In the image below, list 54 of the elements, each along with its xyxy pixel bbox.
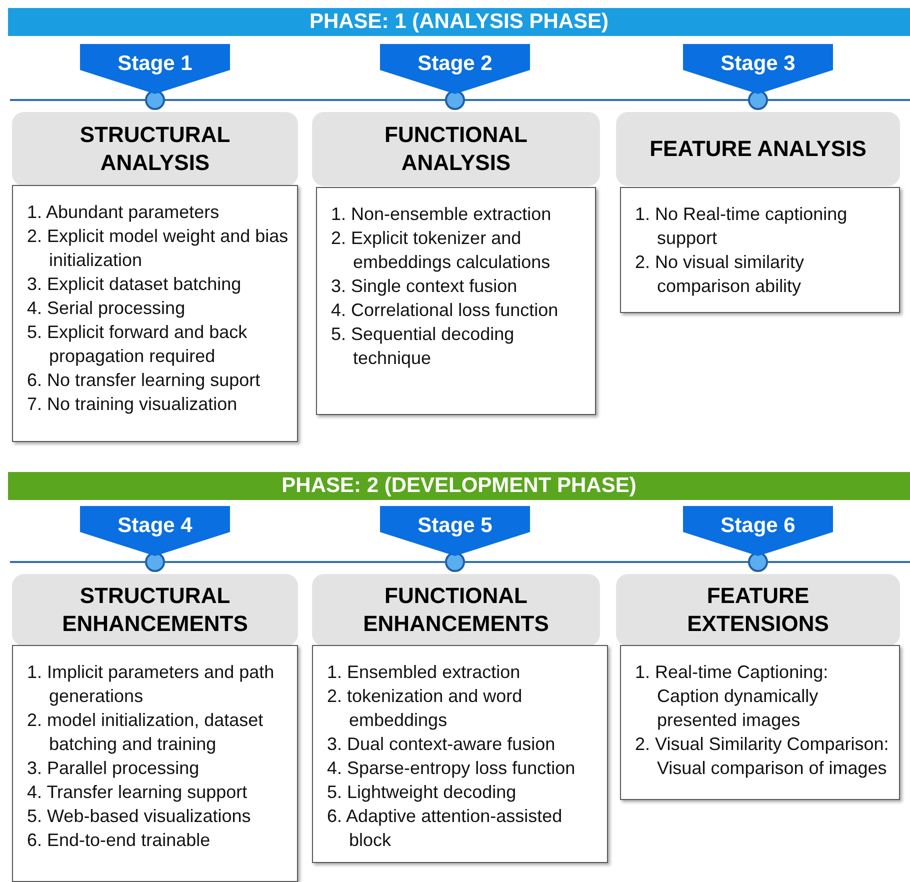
phase-banner: PHASE: 1 (ANALYSIS PHASE) [8,8,910,36]
stage-label: Stage 3 [720,52,796,76]
section-heading: FUNCTIONAL ENHANCEMENTS [312,574,600,646]
list-item: 2. Visual Similarity Comparison: Visual comparison of images [635,733,890,780]
list-item: 1. Non-ensemble extraction [331,203,552,226]
list-item: 1. Real-time Captioning: Caption dynamically presented images [635,661,830,732]
list-panel [316,187,596,415]
stage-label: Stage 5 [418,514,492,538]
list-item: 5. Sequential decoding technique [331,323,516,370]
section-heading: STRUCTURAL ANALYSIS [12,112,298,186]
list-item: 5. Web-based visualizations [27,805,251,828]
section-heading: FEATURE EXTENSIONS [616,574,900,646]
list-item: 3. Single context fusion [331,275,518,298]
list-item: 2. No visual similarity comparison ability [635,251,806,298]
list-item: 4. Transfer learning support [27,781,248,804]
list-panel [12,185,298,442]
stage-label: Stage 1 [118,52,192,76]
stage-tab [380,44,530,94]
list-item: 6. Adaptive attention-assisted block [327,805,564,852]
list-item: 6. No transfer learning suport [27,369,260,392]
list-item: 2. Explicit model weight and bias initialization [27,225,289,272]
list-item: 3. Explicit dataset batching [27,273,242,296]
list-item: 3. Dual context-aware fusion [327,733,556,756]
list-item: 2. Explicit tokenizer and embeddings calculations [331,227,552,274]
stage-tab [80,506,230,556]
list-item: 1. No Real-time captioning support [635,203,848,250]
list-item: 4. Correlational loss function [331,299,558,322]
list-item: 1. Ensembled extraction [327,661,520,684]
list-item: 5. Lightweight decoding [327,781,516,804]
list-item: 1. Implicit parameters and path generations [27,661,276,708]
stage-tab [380,506,530,556]
list-item: 5. Explicit forward and back propagation required [27,321,248,368]
stage-tab [683,506,833,556]
phase-banner: PHASE: 2 (DEVELOPMENT PHASE) [8,472,910,500]
stage-tab [683,44,833,94]
stage-label: Stage 2 [418,52,492,76]
stage-tab [80,44,230,94]
list-item: 6. End-to-end trainable [27,829,210,852]
list-item: 4. Serial processing [27,297,186,320]
stage-label: Stage 4 [118,514,192,538]
list-item: 2. model initialization, dataset batching and training [27,709,264,756]
list-item: 2. tokenization and word embeddings [327,685,524,732]
section-heading: FEATURE ANALYSIS [616,112,900,186]
stage-label: Stage 6 [720,514,796,538]
section-heading: STRUCTURAL ENHANCEMENTS [12,574,298,646]
list-panel [620,645,900,800]
list-item: 7. No training visualization [27,393,238,416]
list-item: 3. Parallel processing [27,757,200,780]
list-panel [312,645,608,863]
section-heading: FUNCTIONAL ANALYSIS [312,112,600,186]
list-item: 1. Abundant parameters [27,201,220,224]
list-item: 4. Sparse-entropy loss function [327,757,576,780]
list-panel [12,645,298,882]
list-panel [620,187,900,313]
